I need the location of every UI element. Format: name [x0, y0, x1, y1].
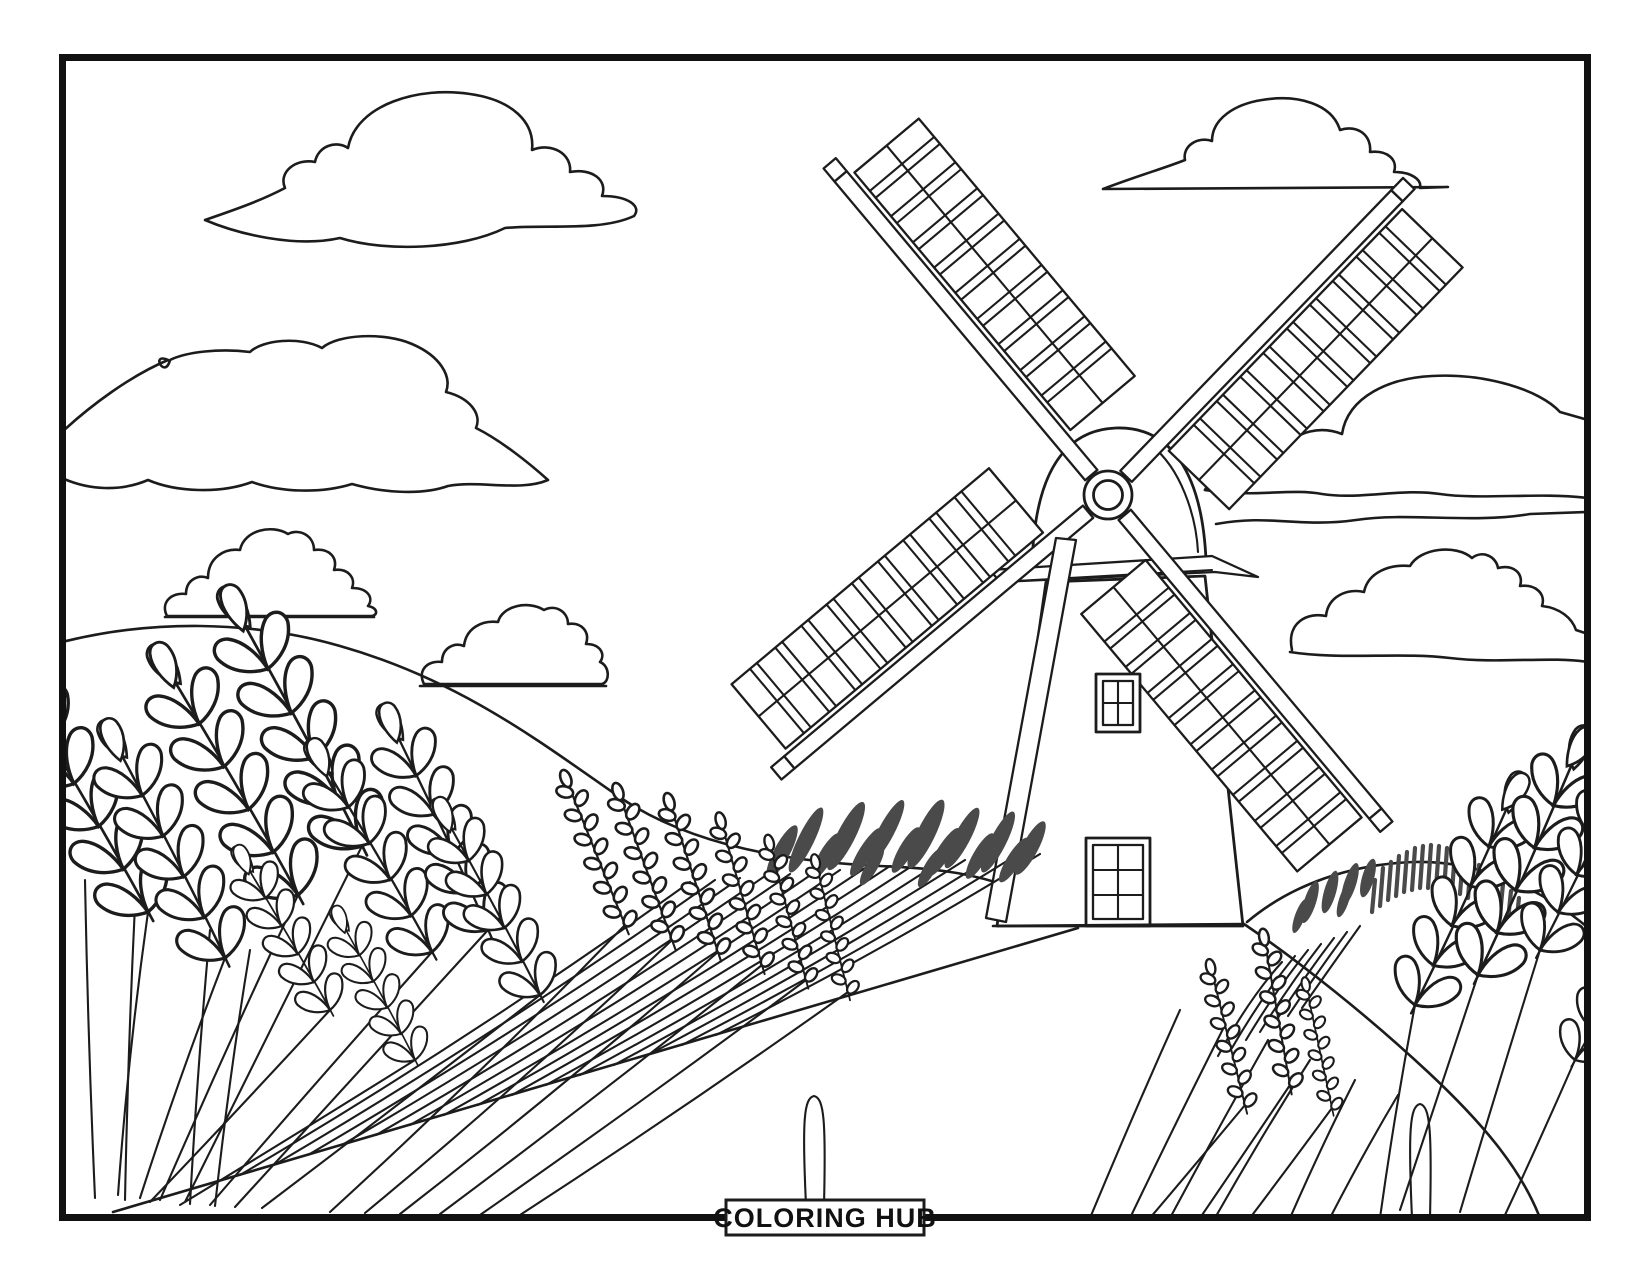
tower-base-line — [991, 922, 1246, 928]
lavender-stalks-right — [1380, 709, 1650, 1215]
cloud — [203, 90, 638, 249]
brand-plate: COLORING HUB — [713, 1198, 937, 1237]
cloud-base — [1203, 488, 1585, 499]
lavender-stalks-left — [0, 565, 571, 1210]
sail-hub-inner — [1092, 479, 1124, 511]
bare-stem-loop — [1409, 1102, 1432, 1215]
windmill-cap-line — [1150, 444, 1200, 554]
cloud — [418, 603, 610, 688]
cloud — [1101, 97, 1450, 191]
path-left-edge — [111, 926, 1080, 1214]
hill-far — [1214, 510, 1585, 526]
window-lower — [1084, 836, 1152, 928]
window-upper — [1094, 672, 1142, 734]
sky — [65, 90, 1585, 688]
cloud — [163, 527, 378, 619]
windmill — [712, 99, 1480, 928]
bare-stem-loop — [803, 1094, 826, 1207]
lavender-spikes — [328, 764, 1347, 1215]
lavender-blobs — [766, 799, 1046, 888]
windmill-sails — [712, 99, 1480, 891]
field-stems-right — [1090, 1008, 1432, 1215]
cloud — [65, 334, 550, 494]
cloud — [1289, 548, 1585, 652]
brand-label: COLORING HUB — [713, 1203, 937, 1233]
path-right-edge — [1242, 922, 1541, 1215]
cloud-base — [1288, 650, 1585, 663]
sail-upper-left-icon — [822, 99, 1167, 482]
